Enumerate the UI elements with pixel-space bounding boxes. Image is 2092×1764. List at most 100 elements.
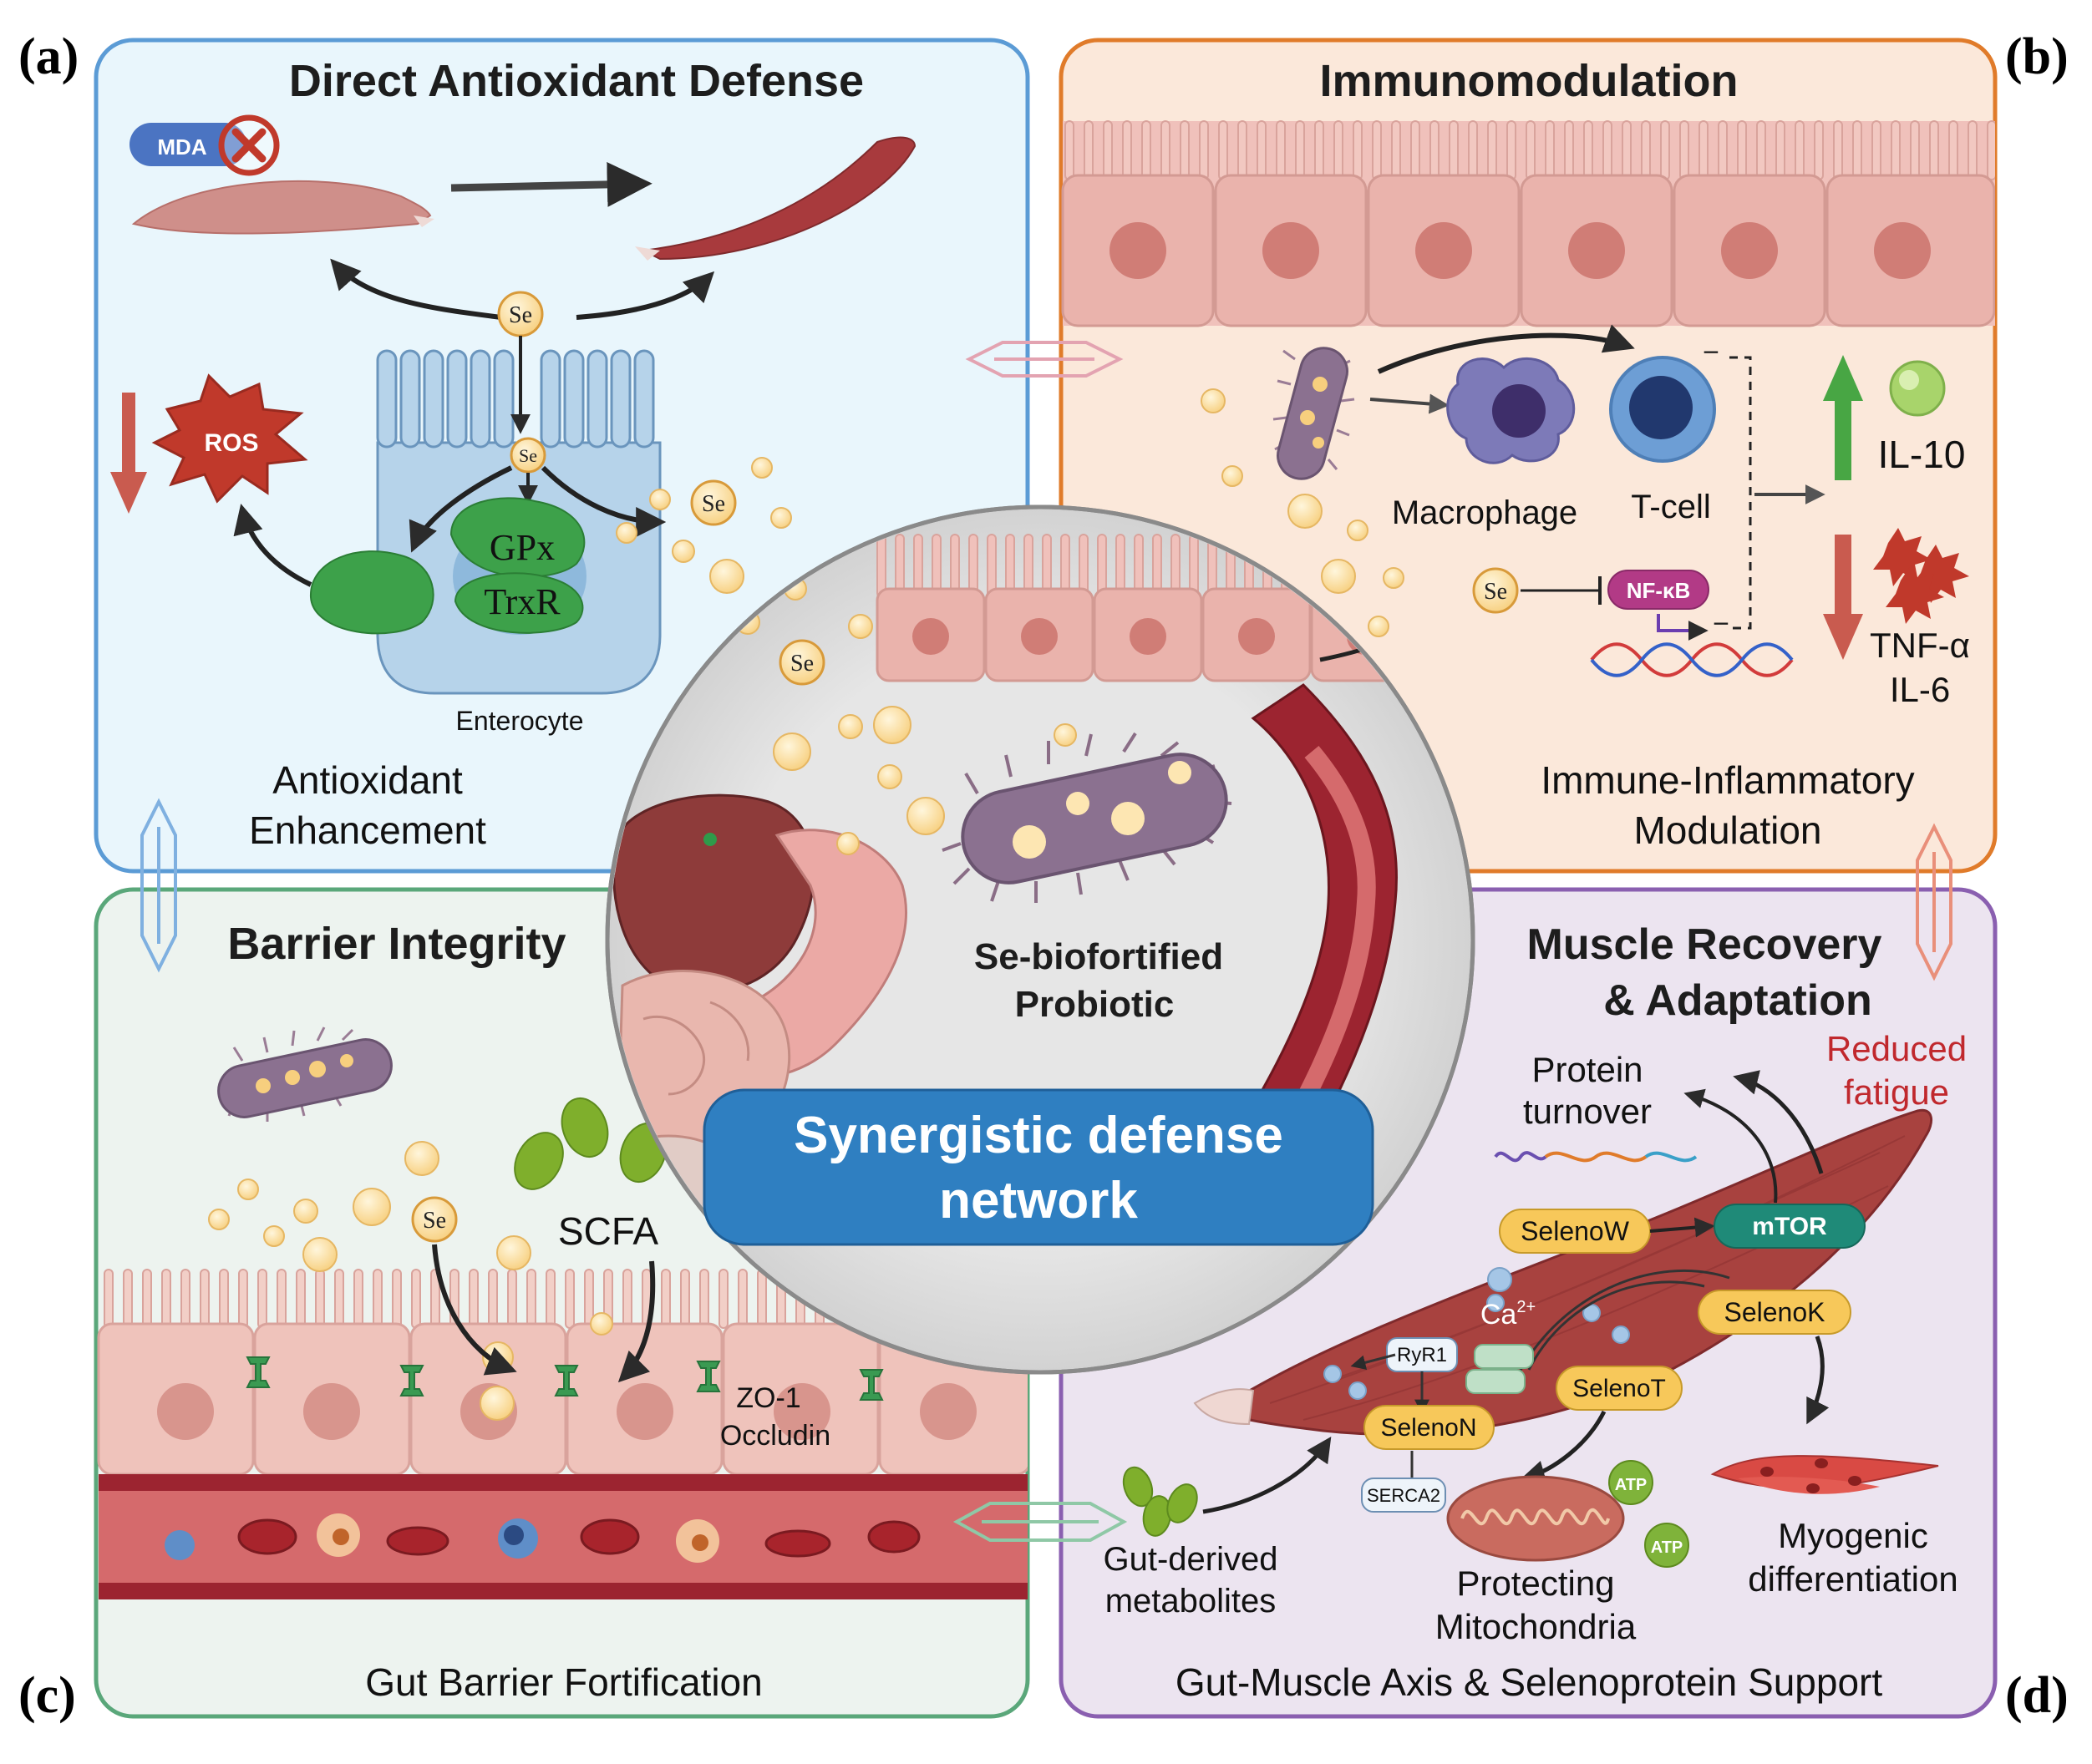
atp-label-2: ATP bbox=[1651, 1538, 1683, 1557]
trxr-enzyme: TrxR bbox=[454, 572, 584, 634]
atp-label-1: ATP bbox=[1615, 1476, 1648, 1494]
se-bead-cell: Se bbox=[510, 437, 546, 474]
panel-a-title: Direct Antioxidant Defense bbox=[289, 56, 864, 106]
panel-b-caption-line2: Modulation bbox=[1633, 808, 1821, 852]
transcription-arrow bbox=[1657, 614, 1709, 641]
arrow-selenot-mito bbox=[1520, 1410, 1607, 1485]
se-c-label: Se bbox=[423, 1208, 446, 1234]
mda-badge: MDA bbox=[129, 114, 280, 176]
panel-a-caption-line1: Antioxidant bbox=[272, 758, 463, 802]
protein-turnover-line1: Protein bbox=[1531, 1050, 1643, 1089]
panel-b-caption-line1: Immune-Inflammatory bbox=[1541, 758, 1914, 802]
mda-label: MDA bbox=[157, 134, 206, 160]
mito-line1: Protecting bbox=[1456, 1564, 1614, 1603]
gut-metabolites-line2: metabolites bbox=[1105, 1583, 1277, 1620]
calcium-label: Ca2+ bbox=[1480, 1298, 1536, 1331]
ros-burst-icon: ROS bbox=[151, 373, 308, 504]
connector-a-b bbox=[965, 341, 1124, 378]
macrophage-label: Macrophage bbox=[1392, 494, 1577, 531]
panel-d-title-line2: & Adaptation bbox=[1603, 976, 1872, 1025]
se-probiotic-bacterium bbox=[942, 732, 1232, 903]
selenon-badge: SelenoN bbox=[1363, 1405, 1495, 1450]
probiotic-bacterium-c bbox=[217, 1026, 393, 1122]
synergistic-network-badge: Synergistic defense network bbox=[703, 1088, 1374, 1246]
arrow-mtor-reduced-fatigue bbox=[1733, 1070, 1824, 1174]
connector-c-d bbox=[952, 1502, 1128, 1542]
blood-cells bbox=[165, 1513, 921, 1563]
se-bead-side: Se bbox=[690, 479, 737, 526]
tnf-cytokine-icon bbox=[1873, 528, 1969, 624]
mitochondria-icon bbox=[1446, 1475, 1625, 1562]
tcell-label: T-cell bbox=[1631, 489, 1711, 525]
decrease-arrow-b-icon bbox=[1823, 535, 1863, 660]
zo1-label: ZO-1 bbox=[736, 1382, 800, 1414]
il10-label: IL-10 bbox=[1878, 433, 1966, 476]
se-bead-top: Se bbox=[497, 291, 544, 337]
gpx-label: GPx bbox=[490, 527, 555, 568]
serca2-label: SERCA2 bbox=[1367, 1485, 1440, 1506]
dna-helix-icon bbox=[1590, 642, 1794, 677]
protein-chain-icon bbox=[1494, 1151, 1698, 1163]
selenot-badge: SelenoT bbox=[1556, 1366, 1683, 1411]
epithelium-layer-b bbox=[1061, 120, 1995, 327]
decrease-arrow-icon bbox=[110, 393, 147, 514]
ryr1-badge: RyR1 bbox=[1386, 1337, 1458, 1372]
tnf-label: TNF-α bbox=[1870, 626, 1970, 665]
selenot-label: SelenoT bbox=[1572, 1375, 1666, 1402]
selenok-badge: SelenoK bbox=[1698, 1290, 1851, 1335]
increase-arrow-icon bbox=[1823, 355, 1863, 480]
panel-b-title: Immunomodulation bbox=[1320, 56, 1739, 106]
arrow-to-macrophage bbox=[1369, 393, 1450, 414]
arrow-se-export bbox=[541, 465, 667, 537]
gut-metabolites-line1: Gut-derived bbox=[1104, 1541, 1278, 1578]
atp-badge-1: ATP bbox=[1608, 1460, 1653, 1505]
selenon-label: SelenoN bbox=[1380, 1414, 1476, 1442]
enterocyte-label: Enterocyte bbox=[456, 706, 584, 736]
nfkb-badge: NF-κB bbox=[1607, 570, 1709, 610]
tight-junction-icons bbox=[246, 1356, 884, 1401]
se-b-label: Se bbox=[1484, 579, 1507, 605]
strong-muscle-icon bbox=[640, 136, 917, 261]
panel-a-caption-line2: Enhancement bbox=[249, 808, 486, 852]
selenow-label: SelenoW bbox=[1521, 1216, 1630, 1246]
arrow-se-barrier bbox=[432, 1244, 517, 1376]
reduced-fatigue-line1: Reduced bbox=[1826, 1029, 1967, 1068]
strengthening-arrow bbox=[450, 161, 652, 207]
arrow-to-tcell bbox=[1377, 324, 1635, 374]
selenow-badge: SelenoW bbox=[1499, 1209, 1651, 1254]
calcium-ions bbox=[1323, 1267, 1630, 1400]
panel-d-title-line1: Muscle Recovery bbox=[1527, 920, 1882, 969]
arrow-selenow-mtor bbox=[1649, 1217, 1715, 1238]
se-cell-label: Se bbox=[519, 445, 537, 466]
tcell-icon bbox=[1609, 356, 1716, 463]
arrow-ryr1-release bbox=[1350, 1353, 1396, 1371]
regulation-bracket bbox=[1729, 356, 1752, 630]
probiotic-label-line2: Probiotic bbox=[1015, 984, 1175, 1025]
arrow-se-antioxidant bbox=[409, 465, 513, 553]
gpx-enzyme: GPx bbox=[449, 497, 586, 578]
myoblast-cells-icon bbox=[1710, 1455, 1939, 1494]
se-particles-b bbox=[1201, 388, 1404, 637]
se-side-label: Se bbox=[702, 491, 725, 517]
badge-line2: network bbox=[939, 1172, 1138, 1229]
se-center-label: Se bbox=[790, 651, 814, 677]
panel-label-d: (d) bbox=[2005, 1667, 2069, 1724]
gut-metabolites-icon bbox=[1122, 1466, 1198, 1537]
myogenic-line1: Myogenic bbox=[1778, 1516, 1928, 1555]
channel-protein-icon bbox=[1465, 1344, 1534, 1394]
arrow-scfa-barrier bbox=[617, 1260, 656, 1383]
arrow-scavenge-ros bbox=[233, 504, 312, 587]
scfa-label: SCFA bbox=[558, 1209, 658, 1253]
arrow-metabolites-muscle bbox=[1202, 1437, 1332, 1514]
il6-label: IL-6 bbox=[1890, 670, 1950, 709]
se-particles-a bbox=[616, 457, 792, 594]
occludin-label: Occludin bbox=[720, 1420, 830, 1452]
panel-d-caption: Gut-Muscle Axis & Selenoprotein Support bbox=[1175, 1660, 1883, 1704]
trxr-label: TrxR bbox=[484, 581, 561, 622]
se-top-label: Se bbox=[509, 302, 532, 328]
selenok-label: SelenoK bbox=[1724, 1297, 1825, 1327]
arrow-selenok-myogenic bbox=[1806, 1336, 1830, 1425]
sr-membrane-arc-1 bbox=[1527, 1280, 1705, 1371]
nfkb-label: NF-κB bbox=[1627, 578, 1691, 603]
